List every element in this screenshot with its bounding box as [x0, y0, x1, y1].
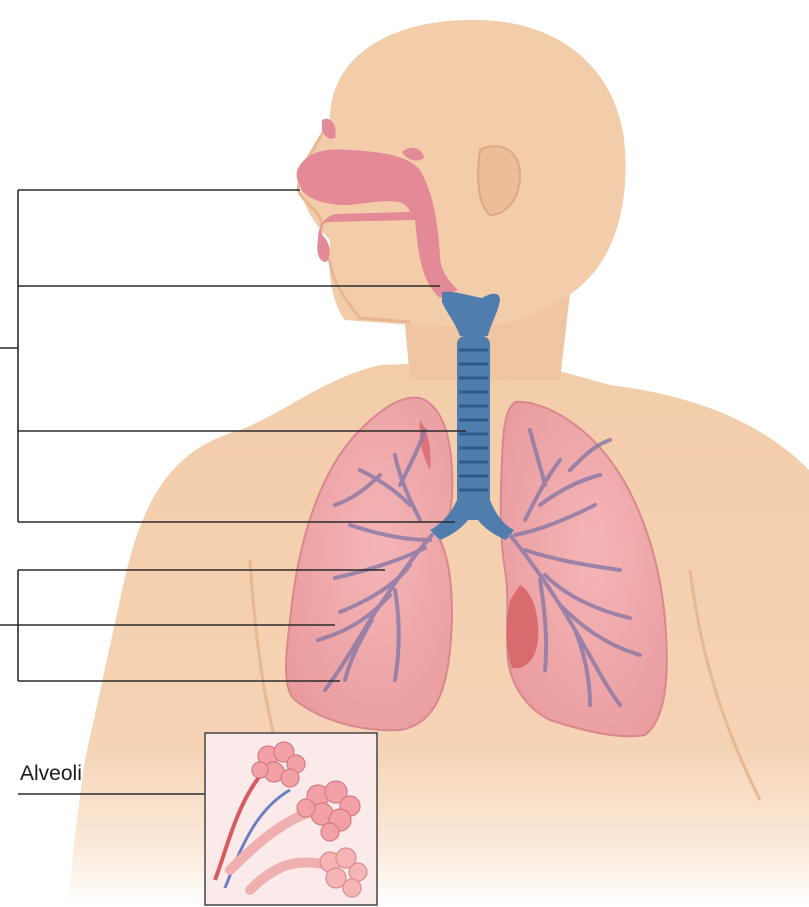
alveoli-inset [205, 733, 377, 905]
alveoli-label: Alveoli [20, 762, 82, 786]
